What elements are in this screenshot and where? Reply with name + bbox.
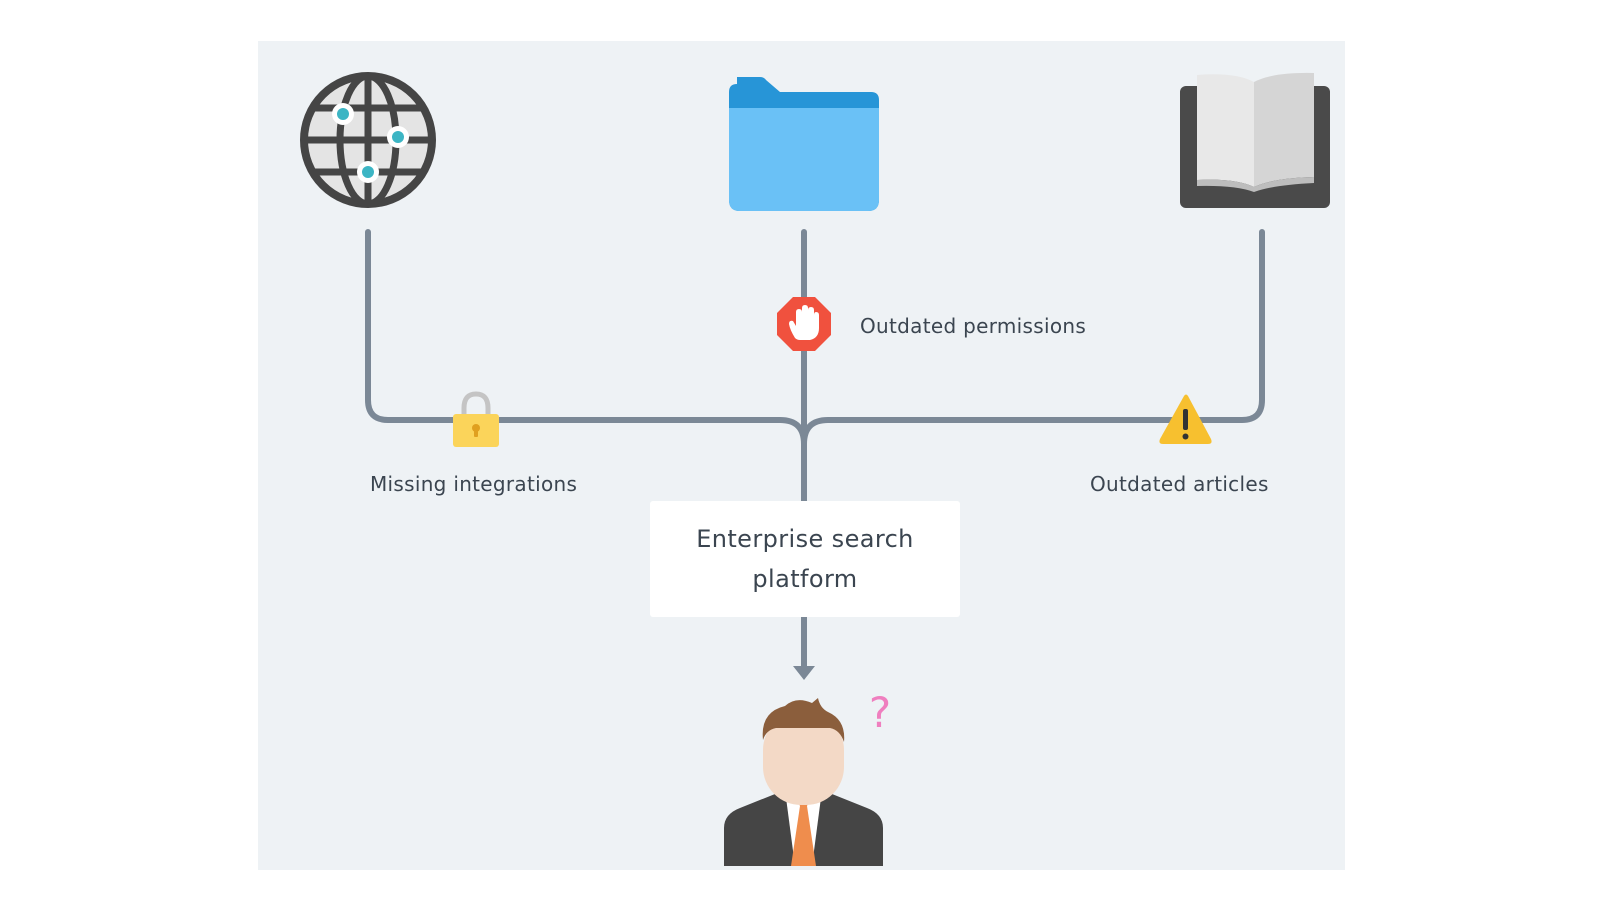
connector-left [365,229,807,447]
enterprise-search-platform-box: Enterprise search platform [650,501,960,617]
padlock-icon [453,391,499,447]
missing-integrations-label: Missing integrations [370,472,578,496]
globe-icon [300,72,436,208]
platform-label: Enterprise search platform [696,525,914,593]
question-mark: ? [869,688,891,737]
open-book-icon [1180,72,1330,208]
folder-icon [729,77,879,211]
outdated-permissions-label: Outdated permissions [860,314,1087,338]
network-node-dots [332,103,409,183]
warning-triangle-icon [1159,394,1212,444]
connector-lines [365,229,1265,671]
outdated-articles-label: Outdated articles [1090,472,1269,496]
businessman-icon [724,698,883,866]
arrow-head [793,666,815,680]
stop-hand-icon [777,297,831,351]
